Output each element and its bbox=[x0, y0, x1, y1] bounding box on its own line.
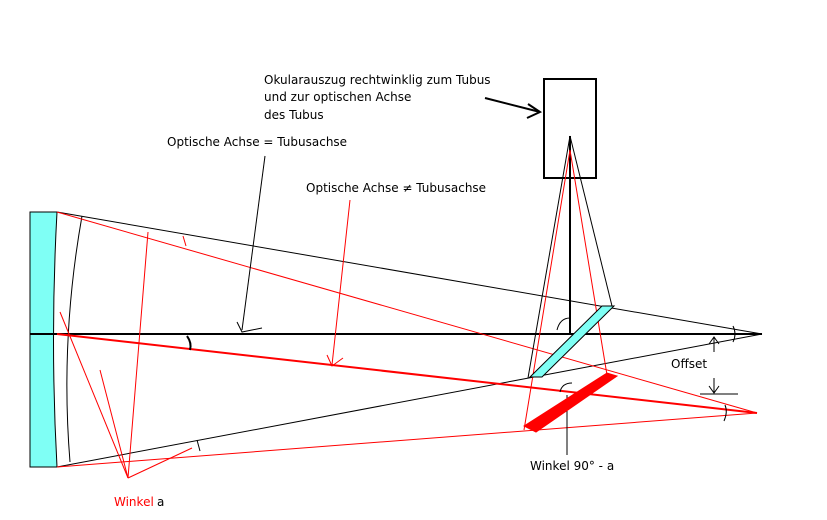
angle-mark-apex-red bbox=[723, 404, 727, 422]
red-cone-bottom bbox=[56, 412, 758, 468]
offset-arrow-down-head bbox=[708, 385, 720, 394]
offset-label: Offset bbox=[671, 357, 707, 371]
secondary-angle-cyan bbox=[556, 317, 571, 331]
secondary-mirror-cyan bbox=[528, 305, 616, 378]
eyepiece-label-line1: Okularauszug rechtwinklig zum Tubus bbox=[264, 73, 491, 87]
normal-line-3 bbox=[127, 231, 149, 479]
offset-arrow-up-head bbox=[708, 336, 720, 345]
red-focus-cone-right bbox=[569, 149, 608, 376]
arrow-axis-unequal-head bbox=[326, 354, 344, 367]
winkel-label: Winkel bbox=[114, 495, 154, 509]
secondary-angle-red bbox=[559, 382, 573, 393]
winkel-90-label: Winkel 90° - a bbox=[530, 459, 614, 473]
tube-bottom-edge bbox=[56, 333, 763, 468]
tilted-optical-axis bbox=[56, 333, 758, 414]
normal-line-2 bbox=[99, 369, 129, 479]
primary-mirror bbox=[29, 211, 58, 468]
red-cone-top bbox=[56, 211, 758, 414]
angle-mark-apex bbox=[732, 325, 736, 343]
angle-mark-top bbox=[182, 235, 187, 247]
arrow-axis-equal-head bbox=[236, 321, 263, 333]
arrow-axis-unequal bbox=[331, 199, 351, 366]
arrow-focuser-head bbox=[526, 103, 543, 119]
normal-line-1 bbox=[59, 311, 129, 479]
red-focus-cone-left bbox=[523, 149, 571, 431]
angle-mark-axis bbox=[186, 335, 192, 351]
angle-mark-bottom bbox=[196, 439, 201, 452]
arrow-axis-equal bbox=[241, 155, 266, 331]
focus-cone-left bbox=[527, 135, 571, 379]
tube-top-edge bbox=[56, 211, 763, 335]
mirror-curve-outer bbox=[66, 215, 83, 463]
focus-cone-right bbox=[569, 135, 613, 307]
secondary-mirror-red bbox=[522, 372, 619, 433]
arrow-focuser bbox=[484, 97, 541, 113]
axis-equal-label: Optische Achse = Tubusachse bbox=[167, 135, 347, 149]
eyepiece-label-line2: und zur optischen Achse bbox=[264, 90, 411, 104]
axis-unequal-label: Optische Achse ≠ Tubusachse bbox=[306, 181, 486, 195]
eyepiece-label-line3: des Tubus bbox=[264, 108, 324, 122]
normal-line-4 bbox=[127, 447, 193, 479]
winkel-a-label: a bbox=[157, 495, 164, 509]
